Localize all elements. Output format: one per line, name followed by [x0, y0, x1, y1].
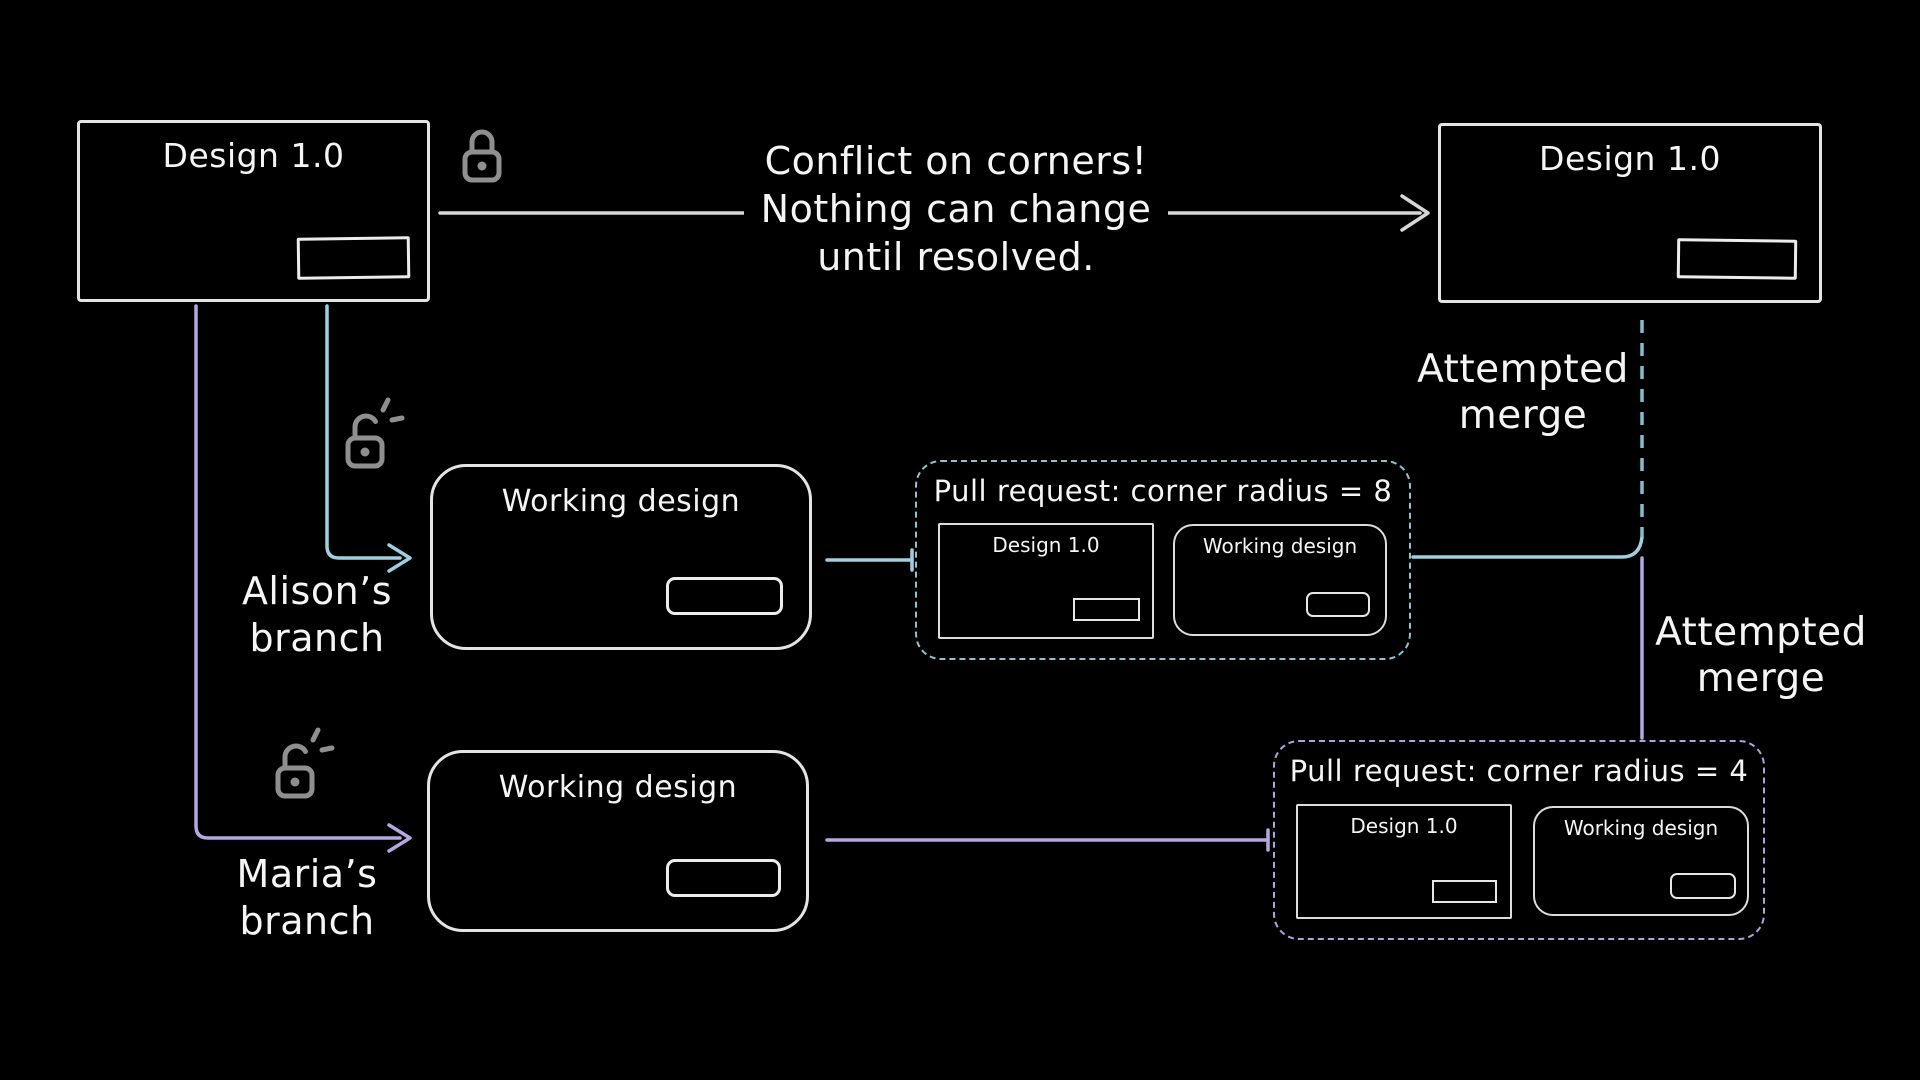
alison-pr-design-inner-rect [1073, 598, 1140, 621]
maria-pr-design-inner-rect [1432, 880, 1497, 903]
attempted-merge-top-line-1: Attempted [1417, 347, 1629, 392]
maria-branch-label-line-2: branch [239, 899, 375, 943]
alison-pr-working-box: Working design [1173, 524, 1387, 636]
alison-branch-line [325, 304, 402, 560]
attempted-merge-bottom-line-2: merge [1696, 656, 1826, 701]
lock-open-icon [345, 397, 405, 469]
alison-branch-arrow-head [387, 543, 412, 573]
alison-working-design-box: Working design [430, 464, 812, 650]
attempted-merge-bottom-line-1: Attempted [1655, 610, 1867, 655]
alison-pr-design-box: Design 1.0 [938, 523, 1154, 639]
alison-pr-working-inner-rect [1306, 592, 1370, 617]
design-1-left-title: Design 1.0 [162, 136, 345, 175]
attempted-merge-top-label: Attempted merge [1412, 347, 1634, 439]
alison-merge-connector [1411, 535, 1644, 559]
maria-pr-working-title: Working design [1563, 816, 1719, 840]
lock-closed-icon [462, 129, 502, 183]
design-1-left-inner-rect [296, 236, 411, 280]
alison-working-inner-rect [666, 577, 783, 615]
design-1-right-box: Design 1.0 [1438, 123, 1822, 303]
maria-branch-label: Maria’s branch [202, 851, 412, 945]
maria-working-design-title: Working design [498, 770, 738, 805]
maria-pull-request-title: Pull request: corner radius = 4 [1289, 754, 1749, 788]
alison-working-design-title: Working design [501, 484, 741, 519]
conflict-note-line-2: Nothing can change [760, 187, 1152, 231]
maria-branch-line [194, 304, 402, 840]
alison-pr-design-title: Design 1.0 [992, 533, 1100, 557]
maria-branch-label-line-1: Maria’s [236, 852, 378, 896]
maria-branch-arrow-head [387, 823, 412, 853]
alison-pr-working-title: Working design [1202, 534, 1358, 558]
maria-working-design-box: Working design [427, 750, 809, 932]
alison-branch-label: Alison’s branch [212, 568, 422, 662]
maria-pr-working-box: Working design [1533, 806, 1749, 916]
alison-pull-request-box: Pull request: corner radius = 8 Design 1… [915, 460, 1411, 660]
maria-pull-request-box: Pull request: corner radius = 4 Design 1… [1273, 740, 1765, 940]
design-1-right-inner-rect [1676, 238, 1798, 280]
design-1-right-title: Design 1.0 [1539, 139, 1721, 178]
alison-branch-label-line-1: Alison’s [241, 569, 393, 613]
attempted-merge-bottom-label: Attempted merge [1648, 610, 1874, 702]
maria-pr-design-box: Design 1.0 [1296, 804, 1512, 919]
maria-working-inner-rect [666, 859, 781, 897]
alison-pull-request-title: Pull request: corner radius = 8 [933, 474, 1393, 508]
lock-open-icon [275, 727, 335, 799]
conflict-note-line-1: Conflict on corners! [764, 139, 1148, 183]
maria-pr-design-title: Design 1.0 [1350, 814, 1458, 838]
main-arrow-head [1400, 194, 1430, 232]
attempted-merge-top-line-2: merge [1458, 393, 1588, 438]
alison-branch-label-line-2: branch [249, 616, 385, 660]
conflict-note: Conflict on corners! Nothing can change … [744, 137, 1168, 281]
maria-pr-working-inner-rect [1670, 873, 1736, 899]
conflict-note-line-3: until resolved. [817, 235, 1095, 279]
design-1-left-box: Design 1.0 [77, 120, 430, 302]
